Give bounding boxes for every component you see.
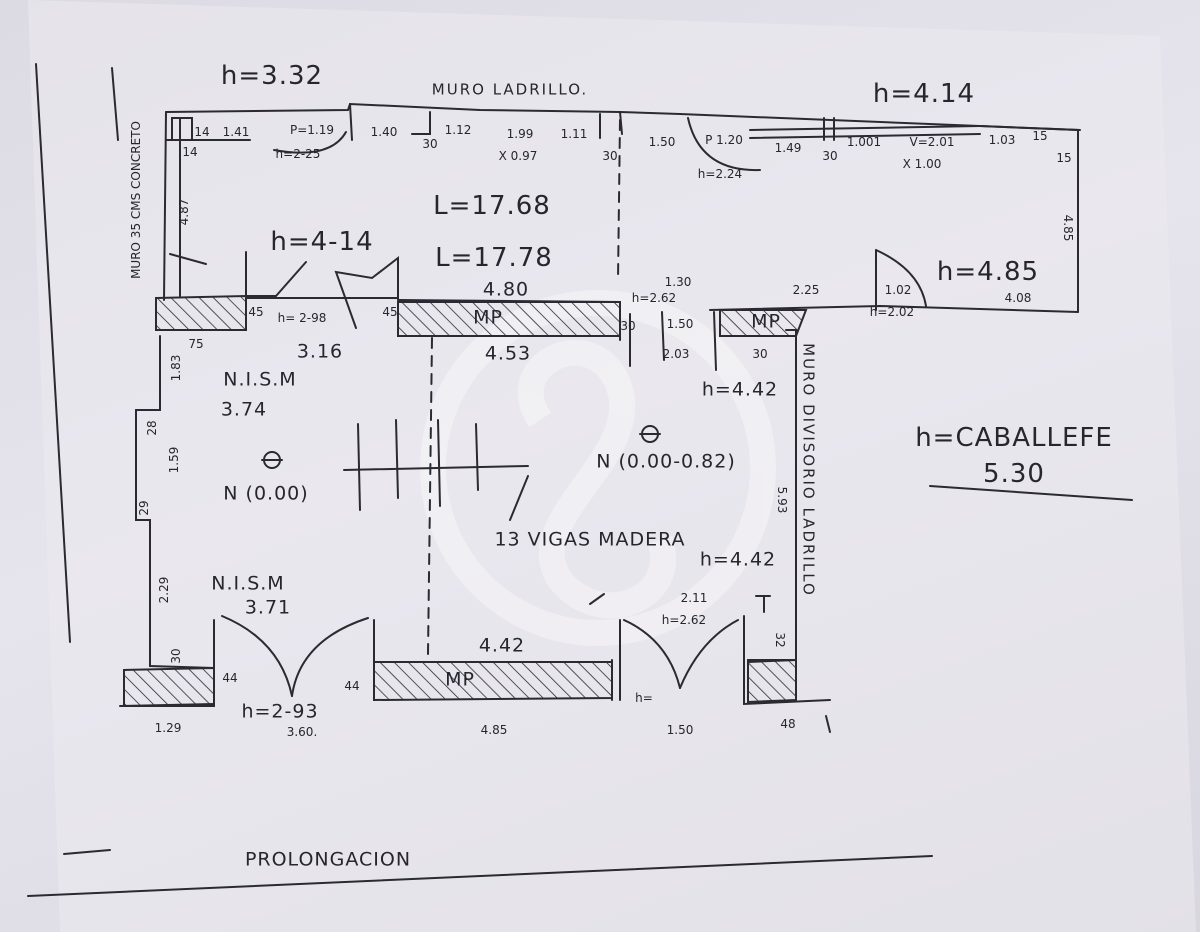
small-height-bottom: h= xyxy=(635,691,653,705)
bottom-dim: 4.42 xyxy=(478,634,526,657)
right-dim: 4.85 xyxy=(1061,214,1075,242)
mid-dim: 2.03 xyxy=(662,347,690,361)
length-note-2: L=17.78 xyxy=(435,243,553,273)
mid-dim: 4.53 xyxy=(484,342,532,365)
top-dim: 1.12 xyxy=(444,123,472,137)
height-center-left: h=4-14 xyxy=(270,227,374,257)
top-dim: 1.99 xyxy=(506,127,534,141)
mp-label-bottom: MP xyxy=(445,668,475,691)
left-dim: 30 xyxy=(169,648,183,664)
beams-note: 13 VIGAS MADERA xyxy=(494,528,686,551)
top-dim: 14 xyxy=(194,125,210,139)
door-height-top-left: h=2-25 xyxy=(275,147,321,161)
mid-dim: 75 xyxy=(188,337,204,351)
height-east-lower: h=4.42 xyxy=(699,548,777,571)
room-lower-label: N.I.S.M xyxy=(211,572,285,595)
mid-dim: 1.30 xyxy=(664,275,692,289)
top-dim: P=1.19 xyxy=(289,123,335,137)
divider-wall-note: MURO DIVISORIO LADRILLO xyxy=(799,343,818,597)
top-dim: X 0.97 xyxy=(498,149,538,163)
mp-label-center: MP xyxy=(473,306,503,329)
top-dim: 14 xyxy=(182,145,198,159)
height-east-upper: h=4.42 xyxy=(701,378,779,401)
ridge-height-value: 5.30 xyxy=(983,459,1045,489)
door-height-right: h=2.02 xyxy=(869,305,915,319)
length-note-1: L=17.68 xyxy=(433,191,551,221)
height-center-right: h=4.85 xyxy=(936,257,1040,287)
right-dim: 5.93 xyxy=(775,486,789,514)
concrete-wall-note: MURO 35 CMS CONCRETO xyxy=(129,121,143,279)
bottom-dim: 48 xyxy=(780,717,796,731)
top-dim: X 1.00 xyxy=(902,157,942,171)
mid-dim: 4.80 xyxy=(482,278,530,301)
mid-dim: 30 xyxy=(752,347,768,361)
top-dim: 1.50 xyxy=(648,135,676,149)
top-dim: 1.49 xyxy=(774,141,802,155)
door-height-bottom: h=2-93 xyxy=(241,700,319,723)
left-dim: 28 xyxy=(145,420,159,436)
room-upper-value: 3.74 xyxy=(220,398,268,421)
top-dim: 15 xyxy=(1032,129,1048,143)
top-dim: 1.40 xyxy=(370,125,398,139)
door-height-top-right: h=2.24 xyxy=(697,167,743,181)
height-top-right: h=4.14 xyxy=(872,79,976,109)
mid-dim: 30 xyxy=(620,319,636,333)
bottom-dim: 3.60. xyxy=(286,725,318,739)
paper-sheet xyxy=(28,0,1196,932)
door-height-south: h=2.62 xyxy=(661,613,707,627)
top-dim: 1.03 xyxy=(988,133,1016,147)
bottom-dim: 44 xyxy=(344,679,360,693)
right-dim: 32 xyxy=(773,632,787,648)
bottom-dim: 2.11 xyxy=(680,591,708,605)
mid-dim: 4.08 xyxy=(1004,291,1032,305)
top-dim: P 1.20 xyxy=(705,133,743,147)
mid-dim: 2.25 xyxy=(792,283,820,297)
top-dim: V=2.01 xyxy=(909,135,955,149)
top-dim: 30 xyxy=(602,149,618,163)
bottom-dim: 1.50 xyxy=(666,723,694,737)
left-dim: 1.83 xyxy=(169,354,183,382)
height-top-left: h=3.32 xyxy=(220,61,324,91)
bottom-dim: 4.85 xyxy=(480,723,508,737)
top-dim: 1.001 xyxy=(846,135,882,149)
top-dim: 30 xyxy=(822,149,838,163)
top-dim: 15 xyxy=(1056,151,1072,165)
opening-height-mid: h=2.62 xyxy=(631,291,677,305)
top-dim: 1.41 xyxy=(222,125,250,139)
mid-dim: 45 xyxy=(248,305,264,319)
left-dim: 29 xyxy=(137,500,151,516)
mid-dim: 45 xyxy=(382,305,398,319)
extension-note: PROLONGACION xyxy=(244,848,412,871)
left-dim: 4.87 xyxy=(177,198,191,226)
room-upper-label: N.I.S.M xyxy=(223,368,297,391)
level-left: N (0.00) xyxy=(223,482,309,505)
mp-label-right: MP xyxy=(751,310,781,333)
ridge-height-label: h=CABALLEFE xyxy=(915,423,1113,453)
window-height-left: h= 2-98 xyxy=(277,311,327,325)
level-right: N (0.00-0.82) xyxy=(596,450,736,473)
hatched-walls xyxy=(123,294,808,707)
top-dim: 1.11 xyxy=(560,127,588,141)
top-dim: 30 xyxy=(422,137,438,151)
mid-dim: 1.50 xyxy=(666,317,694,331)
room-lower-value: 3.71 xyxy=(244,596,292,619)
left-dim: 1.59 xyxy=(167,446,181,474)
brick-wall-note: MURO LADRILLO. xyxy=(431,80,589,99)
left-dim: 2.29 xyxy=(157,576,171,604)
mid-dim: 1.02 xyxy=(884,283,912,297)
bottom-dim: 44 xyxy=(222,671,238,685)
mid-dim: 3.16 xyxy=(296,340,344,363)
bottom-dim: 1.29 xyxy=(154,721,182,735)
